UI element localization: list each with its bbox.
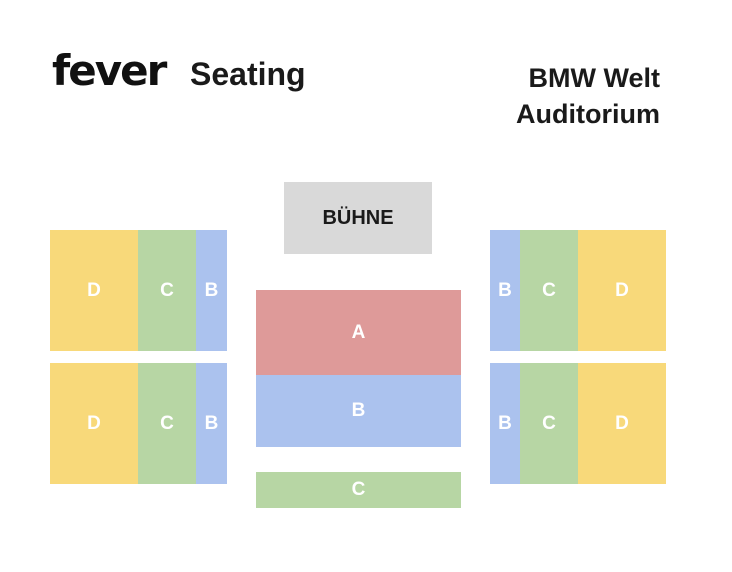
section-center-a[interactable]: A [256, 290, 461, 375]
page-subtitle: Seating [190, 56, 306, 92]
venue-name-line2: Auditorium [516, 99, 660, 129]
section-right-top-c[interactable]: C [520, 230, 578, 351]
section-center-b[interactable]: B [256, 375, 461, 447]
section-left-bottom-d[interactable]: D [50, 363, 138, 484]
section-left-top-c[interactable]: C [138, 230, 196, 351]
venue-name-line1: BMW Welt [528, 63, 660, 93]
section-left-top-d[interactable]: D [50, 230, 138, 351]
stage-block: BÜHNE [284, 182, 432, 254]
section-right-top-b[interactable]: B [490, 230, 520, 351]
fever-logo: fever [52, 46, 167, 95]
section-right-bottom-c[interactable]: C [520, 363, 578, 484]
section-left-top-b[interactable]: B [196, 230, 227, 351]
section-right-bottom-b[interactable]: B [490, 363, 520, 484]
section-center-c[interactable]: C [256, 472, 461, 508]
section-left-bottom-c[interactable]: C [138, 363, 196, 484]
section-left-bottom-b[interactable]: B [196, 363, 227, 484]
section-right-bottom-d[interactable]: D [578, 363, 666, 484]
venue-name: BMW Welt Auditorium [516, 60, 660, 132]
section-right-top-d[interactable]: D [578, 230, 666, 351]
